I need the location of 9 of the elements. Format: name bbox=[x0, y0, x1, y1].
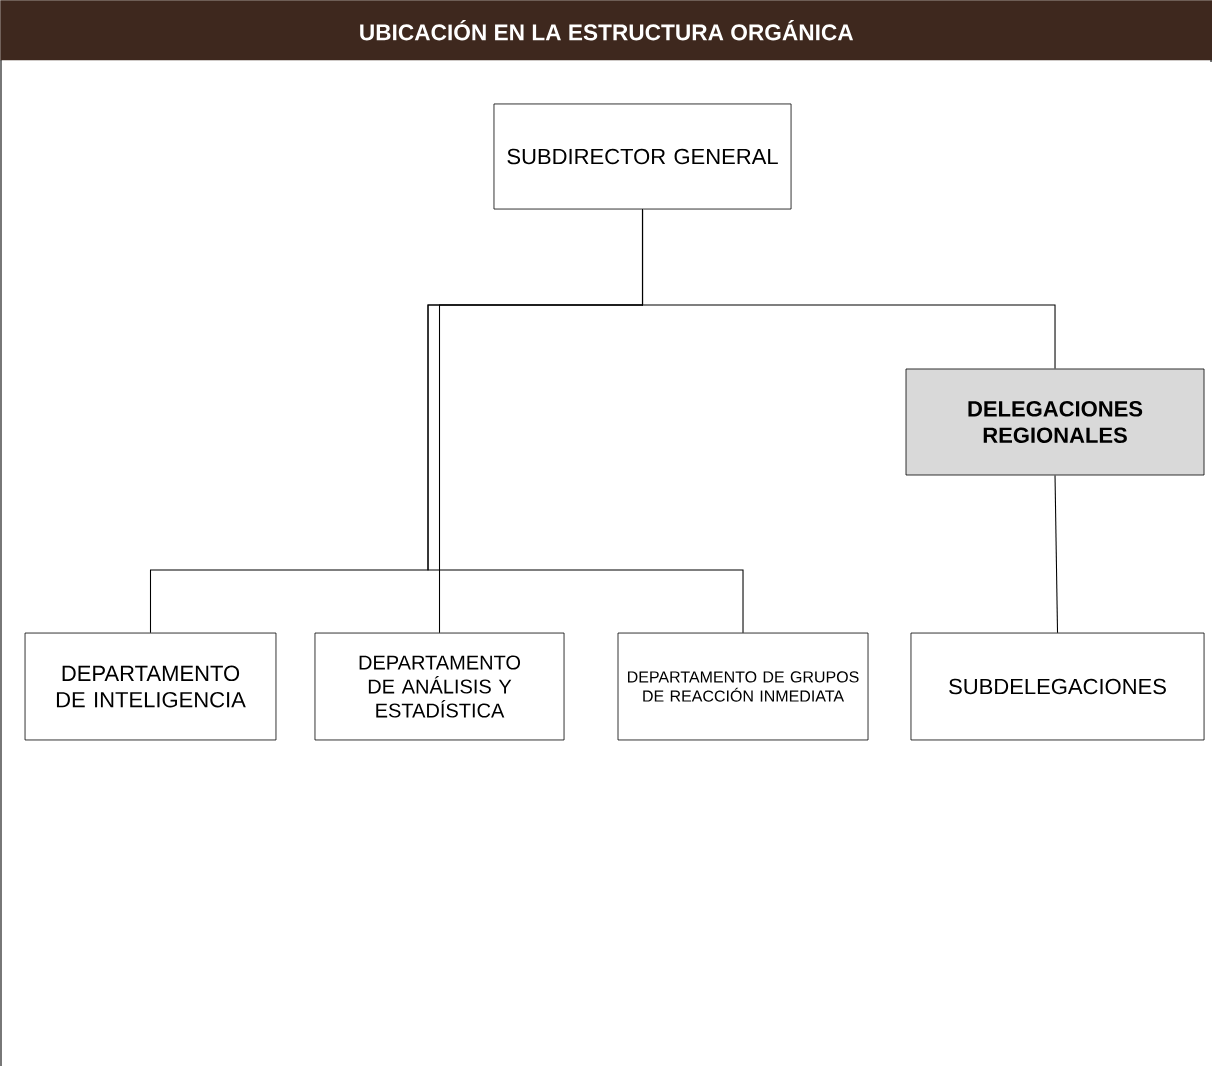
connector-line bbox=[427, 208, 744, 634]
org-box: SUBDIRECTOR GENERAL bbox=[493, 103, 792, 210]
org-box: DEPARTAMENTO DE GRUPOS DE REACCIÓN INMEDIATA bbox=[617, 632, 869, 741]
org-box: DELEGACIONES REGIONALES bbox=[905, 368, 1205, 476]
org-box: DEPARTAMENTO DE ANÁLISIS Y ESTADÍSTICA bbox=[314, 632, 565, 741]
connector-line bbox=[1054, 474, 1059, 634]
org-box: DEPARTAMENTO DE INTELIGENCIA bbox=[24, 632, 277, 741]
header-band: UBICACIÓN EN LA ESTRUCTURA ORGÁNICA bbox=[0, 0, 1212, 61]
org-box: SUBDELEGACIONES bbox=[910, 632, 1205, 741]
